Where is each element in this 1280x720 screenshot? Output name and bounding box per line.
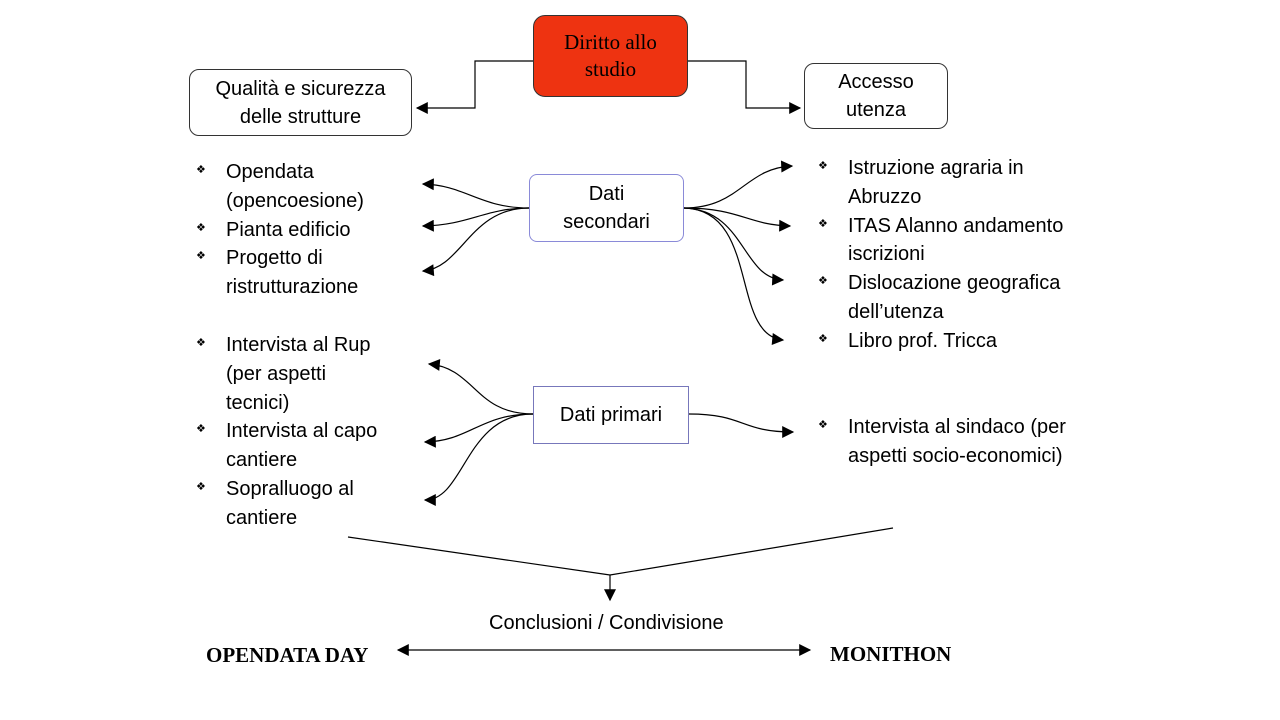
converge-line-left (347, 536, 611, 576)
list-item: ❖ Intervista al Rup (per aspetti tecnici) (196, 331, 436, 417)
list-item: ❖ Sopralluogo al cantiere (196, 475, 436, 533)
list-item-text: Libro prof. Tricca (848, 329, 997, 352)
connector-diritto-qualita (415, 60, 533, 114)
list-item-text: Sopralluogo al cantiere (226, 477, 354, 529)
list-item-text: Progetto di ristrutturazione (226, 247, 359, 299)
bullet-icon: ❖ (196, 250, 206, 263)
connector-primari-left-3 (423, 413, 534, 506)
bullet-icon: ❖ (196, 164, 206, 176)
box-accesso-utenza: Accesso utenza (804, 63, 948, 129)
box-dati-secondari: Dati secondari (529, 174, 684, 242)
list-item: ❖ Opendata (opencoesione) (196, 158, 496, 216)
list-dati-secondari-right: ❖ Istruzione agraria in Abruzzo ❖ ITAS Ala… (818, 154, 1108, 356)
bullet-icon: ❖ (196, 221, 206, 234)
list-item: ❖ Progetto di ristrutturazione (196, 244, 496, 302)
converge-line-right (609, 527, 894, 576)
list-item-text: Opendata (opencoesione) (226, 161, 364, 212)
list-item-text: Dislocazione geografica dell’utenza (848, 272, 1061, 323)
list-item-text: Intervista al capo cantiere (226, 420, 378, 472)
list-item-text: Intervista al sindaco (per aspetti socio… (848, 416, 1066, 467)
connector-primari-left-2 (423, 413, 534, 448)
list-item: ❖ Libro prof. Tricca (818, 327, 1108, 356)
list-item: ❖ Intervista al sindaco (per aspetti soci… (818, 413, 1108, 471)
list-item-text: ITAS Alanno andamento iscrizioni (848, 214, 1064, 266)
box-secondari-label: Dati secondari (563, 183, 650, 233)
connector-secondari-right-3 (683, 207, 785, 286)
connector-secondari-right-1 (683, 160, 794, 209)
bullet-icon: ❖ (196, 423, 206, 436)
box-diritto-label: Diritto allo studio (564, 30, 657, 81)
box-dati-primari: Dati primari (533, 386, 689, 444)
list-item: ❖ Intervista al capo cantiere (196, 417, 436, 475)
list-item: ❖ Pianta edificio (196, 216, 496, 245)
list-item-text: Istruzione agraria in Abruzzo (848, 157, 1024, 208)
list-item-text: Intervista al Rup (per aspetti tecnici) (226, 334, 371, 414)
connector-primari-left-1 (427, 358, 534, 415)
label-opendata-day: OPENDATA DAY (206, 643, 369, 667)
list-dati-secondari-left: ❖ Opendata (opencoesione) ❖ Pianta edifici… (196, 158, 496, 302)
box-qualita-label: Qualità e sicurezza delle strutture (215, 77, 386, 128)
box-accesso-label: Accesso utenza (838, 71, 914, 121)
box-primari-label: Dati primari (559, 404, 663, 426)
connector-secondari-right-2 (683, 207, 792, 232)
bullet-icon: ❖ (818, 275, 828, 288)
list-item: ❖ Dislocazione geografica dell’utenza (818, 269, 1108, 327)
list-item: ❖ Istruzione agraria in Abruzzo (818, 154, 1108, 212)
connector-secondari-left-3 (421, 207, 530, 277)
label-monithon: MONITHON (830, 642, 952, 666)
connector-secondari-right-4 (683, 207, 785, 345)
list-dati-primari-left: ❖ Intervista al Rup (per aspetti tecnici)… (196, 331, 436, 533)
bullet-icon: ❖ (196, 337, 206, 349)
list-item-text: Pianta edificio (226, 218, 351, 241)
connector-primari-right (688, 413, 795, 438)
bullet-icon: ❖ (196, 480, 206, 493)
box-qualita-sicurezza: Qualità e sicurezza delle strutture (189, 69, 412, 136)
list-item: ❖ ITAS Alanno andamento iscrizioni (818, 212, 1108, 270)
label-conclusioni-condivisione: Conclusioni / Condivisione (489, 612, 724, 634)
box-diritto-allo-studio: Diritto allo studio (533, 15, 688, 97)
bullet-icon: ❖ (818, 160, 828, 172)
bullet-icon: ❖ (818, 332, 828, 345)
bullet-icon: ❖ (818, 217, 828, 230)
bullet-icon: ❖ (818, 419, 828, 431)
connector-secondari-left-1 (421, 178, 530, 209)
connector-diritto-accesso (688, 60, 802, 114)
list-dati-primari-right: ❖ Intervista al sindaco (per aspetti soci… (818, 413, 1108, 471)
